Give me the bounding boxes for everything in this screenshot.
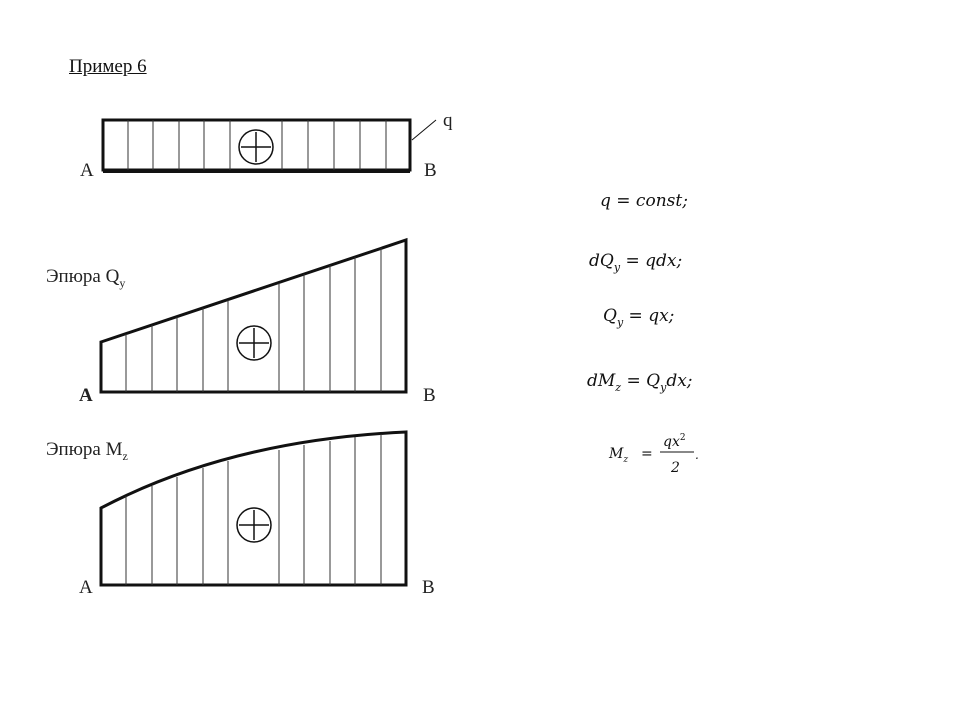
load-leader-line [411,119,437,141]
moment-label-a: A [79,577,93,598]
formula-mz-period: . [695,448,699,462]
plus-sign-icon [238,129,274,165]
plus-sign-icon [236,325,272,361]
beam-label-a: A [80,160,94,181]
formula-mz-denominator: 2 [670,460,680,476]
formula-mz-eq: = [641,446,653,462]
formula-qy: Qy = qx; [603,306,674,329]
formula-mz-lhs: Mz [608,446,628,465]
load-rect [101,118,412,172]
formula-mz: Mz = qx2 2 . [608,433,699,476]
page-title: Пример 6 [69,56,147,77]
shear-hatch [125,248,382,392]
formula-mz-numerator: qx2 [663,433,686,450]
shear-label-b: B [423,385,436,406]
formula-q-const: q = const; [600,191,688,211]
shear-label-a: A [79,385,93,406]
load-label: q [443,110,453,131]
moment-diagram: Эпюра Mz A B [46,430,435,598]
moment-outline [99,430,408,587]
beam-label-b: B [424,160,437,181]
plus-sign-icon [236,507,272,543]
moment-diagram-title: Эпюра Mz [46,439,128,463]
formula-dm: dMz = Qydx; [587,371,693,394]
moment-hatch [125,434,382,585]
shear-outline [99,237,408,394]
shear-diagram-title: Эпюра Qy [46,266,125,290]
load-hatch [127,120,387,170]
moment-label-b: B [422,577,435,598]
formula-dq: dQy = qdx; [589,251,682,274]
shear-diagram: Эпюра Qy A B [46,237,436,406]
formulas: q = const; dQy = qdx; Qy = qx; dMz = Qyd… [587,191,699,476]
beam-load-diagram: q A B [80,110,453,181]
